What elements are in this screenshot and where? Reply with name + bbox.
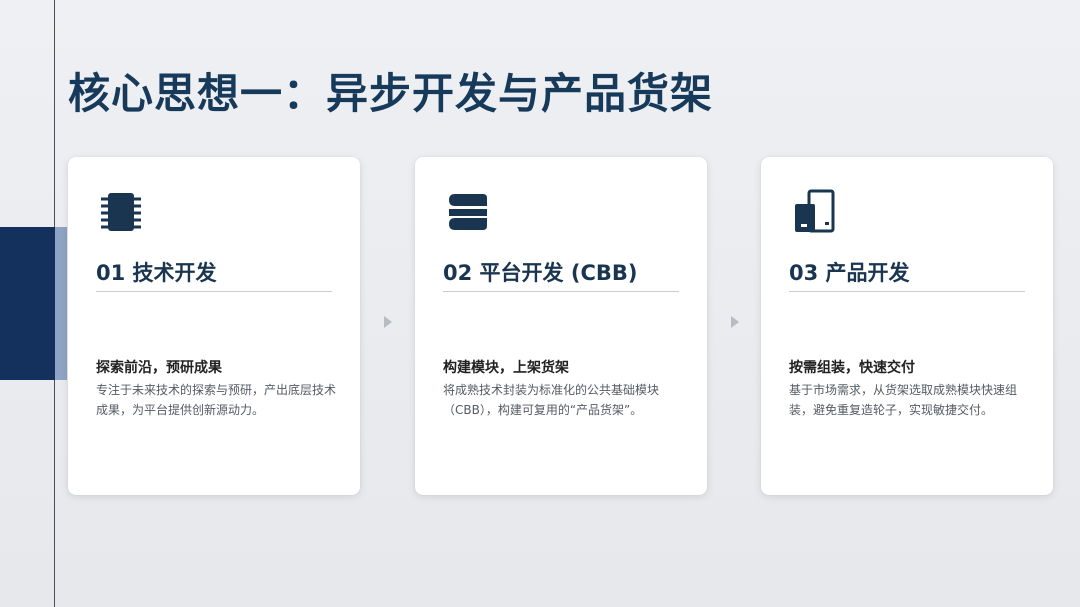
card-tech-development: 01 技术开发 探索前沿，预研成果 专注于未来技术的探索与预研，产出底层技术成果… [68,157,360,495]
accent-block [0,227,55,380]
devices-icon [789,188,839,236]
arrow-right-icon [731,316,739,328]
card-description: 专注于未来技术的探索与预研，产出底层技术成果，为平台提供创新源动力。 [96,383,337,417]
divider [789,291,1025,292]
card-product-development: 03 产品开发 按需组装，快速交付 基于市场需求，从货架选取成熟模块快速组装，避… [761,157,1053,495]
chip-icon [96,188,146,236]
card-subhead: 探索前沿，预研成果 [96,360,222,376]
arrow-right-icon [384,316,392,328]
card-subhead: 构建模块，上架货架 [443,360,569,376]
card-title: 01 技术开发 [96,261,217,285]
divider [96,291,332,292]
card-platform-development: 02 平台开发 (CBB) 构建模块，上架货架 将成熟技术封装为标准化的公共基础… [415,157,707,495]
card-title: 02 平台开发 (CBB) [443,261,638,285]
card-title: 03 产品开发 [789,261,910,285]
card-description: 将成熟技术封装为标准化的公共基础模块（CBB），构建可复用的“产品货架”。 [443,383,660,417]
accent-block-light [55,227,67,380]
card-subhead: 按需组装，快速交付 [789,360,915,376]
divider [443,291,679,292]
page-title: 核心思想一：异步开发与产品货架 [68,69,714,118]
stack-blocks-icon [443,188,493,236]
card-description: 基于市场需求，从货架选取成熟模块快速组装，避免重复造轮子，实现敏捷交付。 [789,383,1018,417]
